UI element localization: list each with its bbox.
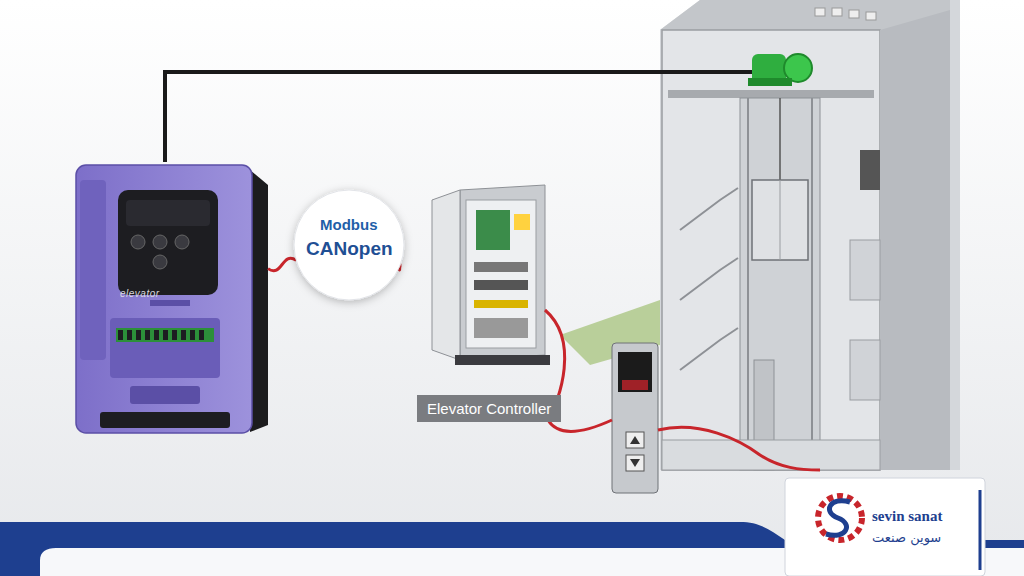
brand-name-persian: سوین صنعت <box>872 530 941 545</box>
call-panel <box>612 343 658 493</box>
logo-icon <box>818 496 862 540</box>
brand-name: sevin sanat <box>872 508 942 525</box>
protocol-name: Modbus <box>320 216 378 233</box>
device-brand: elevator <box>120 288 160 299</box>
controller-box: Elevator Controller <box>400 185 578 427</box>
drive-box: elevator <box>70 160 268 435</box>
controller-label: Elevator Controller <box>417 395 561 422</box>
controller-cabinet <box>432 185 550 365</box>
signal-wire <box>545 310 820 470</box>
drive-unit <box>76 165 268 433</box>
logo-divider <box>979 490 982 570</box>
logo-panel <box>785 478 985 576</box>
protocol-name: CANopen <box>306 238 393 260</box>
protocol-bubble: ModbusCANopen <box>292 188 406 302</box>
signal-cable <box>268 258 296 271</box>
power-wire <box>165 72 752 162</box>
motor <box>748 54 812 86</box>
